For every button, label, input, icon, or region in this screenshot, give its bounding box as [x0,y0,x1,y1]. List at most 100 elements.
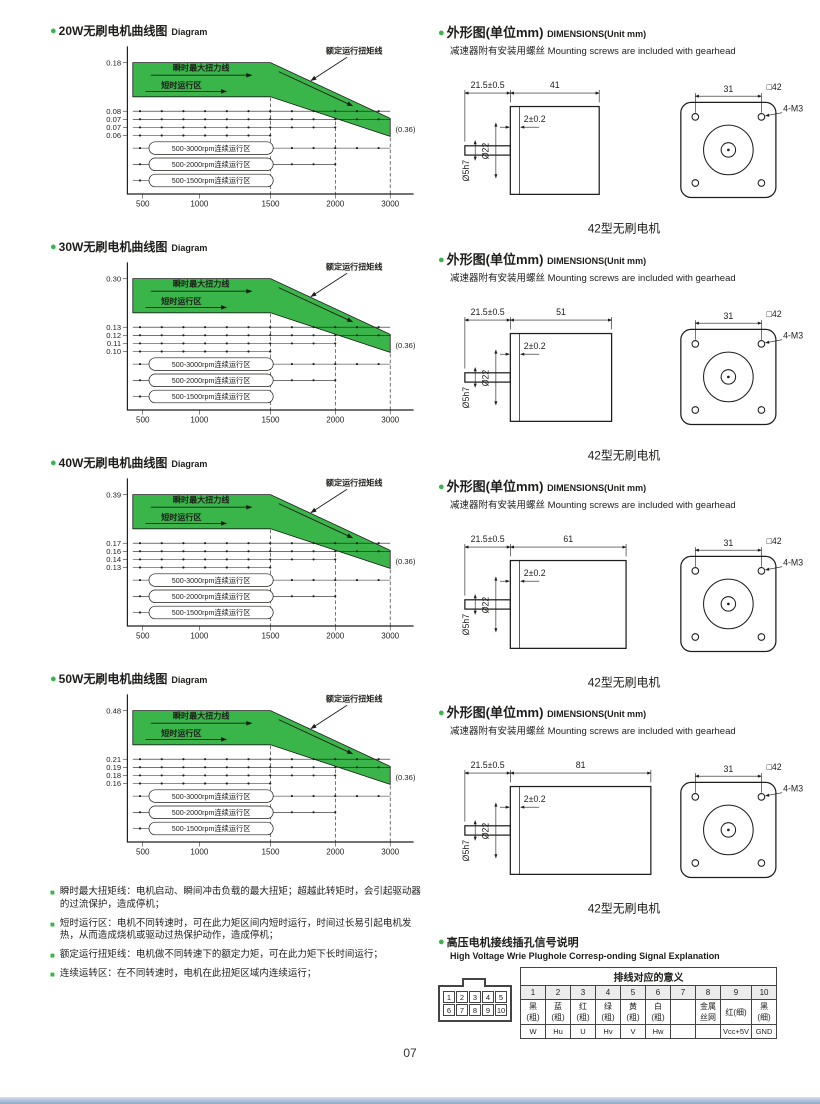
bullet-icon: ● [50,25,57,37]
right-column: ●外形图(单位mm) DIMENSIONS(Unit mm) 减速器附有安装用螺… [438,22,810,1040]
footnote-text: 连续运转区：在不同转速时，电机在此扭矩区域内连续运行； [59,968,317,980]
mounting-note-en: Mounting screws are included with gearhe… [547,272,736,284]
torque-lines [132,542,392,569]
front-view [680,101,777,199]
mounting-note-en: Mounting screws are included with gearhe… [547,726,736,738]
connector-pin: 1 [443,991,455,1004]
x-tick: 1500 [262,632,280,641]
x-tick: 1500 [262,848,280,857]
connector-pin: 8 [469,1004,481,1017]
y-tick: 0.13 [106,323,121,332]
square-size-dim: □42 [767,309,782,319]
dimensions-title: ●外形图(单位mm) DIMENSIONS(Unit mm) [438,702,810,721]
y-tick: 0.12 [106,331,121,340]
front-dimension-lines [694,93,783,117]
x-tick: 1000 [190,848,208,857]
footnote-item: ■ 连续运转区：在不同转速时，电机在此扭矩区域内连续运行； [50,968,424,981]
hole-pitch-dim: 31 [723,538,733,548]
torque-lines [132,758,392,785]
peak-torque-label: 瞬时最大扭力线 [173,711,230,721]
peak-torque-label: 瞬时最大扭力线 [173,63,230,73]
bullet-icon: ● [50,457,57,469]
axes [126,262,414,411]
short-run-label: 短时运行区 [161,296,201,306]
bullet-icon: ● [50,241,57,253]
y-tick: 0.10 [106,347,121,356]
chart-title-text: 40W无刷电机曲线图 [58,456,168,470]
shaft-length-dim: 21.5±0.5 [471,760,505,770]
curve-labels: 瞬时最大扭力线 短时运行区 额定运行扭矩线 (0.36) [161,694,416,782]
wire-color-cell: 黑(粗) [520,999,546,1026]
y-tick: 0.06 [106,131,121,140]
dimensions-title-text: 外形图(单位mm) [446,705,544,721]
x-tick-labels: 500 1000 1500 2000 3000 [136,416,400,425]
x-tick: 1500 [262,200,280,209]
dimension-drawing: 21.5±0.5 81 2±0.2 Ø22 Ø5h7 31 □42 [461,760,803,916]
shaft-length-dim: 21.5±0.5 [471,534,505,544]
torque-curve-plot: 500-3000rpm连续运行区 500-2000rpm连续运行区 500-15… [106,46,416,209]
signal-cell: GND [751,1024,778,1040]
mounting-note-cn: 减速器附有安装用螺丝 [450,272,546,284]
wiring-section: ●高压电机接线插孔信号说明 High Voltage Wrie Plughole… [438,934,810,1040]
square-size-dim: □42 [767,762,782,772]
signal-cell [670,1024,696,1040]
front-dimension-lines [694,546,783,571]
x-tick: 1000 [190,416,208,425]
y-tick: 0.13 [106,563,121,572]
x-tick: 1500 [262,416,280,425]
short-run-label: 短时运行区 [161,512,201,522]
dimensions-title-en: DIMENSIONS(Unit mm) [547,482,647,493]
square-size-dim: □42 [767,536,782,546]
dimensions-title-en: DIMENSIONS(Unit mm) [547,29,647,39]
body-length-dim: 61 [563,534,573,544]
wire-color-cell: 绿(粗) [595,999,621,1026]
y-tick: 0.39 [106,490,121,499]
dimension-lines [464,316,613,406]
footnote-text: 额定运行扭矩线：电机做不同转速下的额定力矩，可在此力矩下长时间运行； [59,949,383,961]
hole-pitch-dim: 31 [723,311,733,321]
pin-cell: 3 [570,985,596,1001]
dimensions-title: ●外形图(单位mm) DIMENSIONS(Unit mm) [438,22,810,41]
wire-color-cell: 黑(细) [751,999,778,1026]
y-tick-labels: 0.18 0.08 0.07 0.07 0.06 [106,58,121,140]
pin-cell: 10 [751,985,778,1001]
y-tick: 0.11 [107,339,121,348]
figure-caption: 42型无刷电机 [588,675,661,689]
mounting-holes-dim: 4-M3 [783,104,803,114]
dimensions-title-text: 外形图(单位mm) [446,251,544,267]
x-tick-labels: 500 1000 1500 2000 3000 [136,632,400,641]
x-tick: 2000 [326,200,344,209]
dimension-drawing: 21.5±0.5 41 2±0.2 Ø22 Ø5h7 31 □42 [461,80,803,236]
square-bullet-icon: ■ [50,970,55,980]
signal-cell: U [570,1024,596,1040]
axes [126,478,414,627]
rated-torque-label: 额定运行扭矩线 [326,262,383,272]
signal-cell: V [620,1024,646,1040]
x-tick: 500 [136,416,150,425]
y-tick: 0.18 [106,771,121,780]
boss-diameter-dim: Ø22 [481,369,491,386]
dimensions-title-text: 外形图(单位mm) [446,25,544,40]
axis-ticks [122,62,391,199]
figure-caption: 42型无刷电机 [588,448,661,462]
figure-caption: 42型无刷电机 [588,902,661,916]
connector-tab [462,978,486,988]
band-label: 500-2000rpm连续运行区 [172,592,251,601]
dimensions-40w: ●外形图(单位mm) DIMENSIONS(Unit mm) 减速器附有安装用螺… [438,476,810,694]
end-value-label: (0.36) [395,125,415,134]
axis-ticks [122,710,391,847]
body-length-dim: 41 [550,80,560,90]
band-rows: 500-3000rpm连续运行区 500-2000rpm连续运行区 500-15… [132,141,392,188]
page-number: 07 [403,1046,417,1060]
x-tick-labels: 500 1000 1500 2000 3000 [136,200,400,209]
footnote-text: 短时运行区：电机不同转速时，可在此力矩区间内短时运行，时间过长易引起电机发热，从… [59,917,412,942]
band-label: 500-3000rpm连续运行区 [172,576,251,585]
signal-cell: Hv [595,1024,621,1040]
rated-torque-label: 额定运行扭矩线 [326,46,383,56]
flange-dim: 2±0.2 [524,795,546,805]
pin-cell: 1 [520,985,546,1001]
